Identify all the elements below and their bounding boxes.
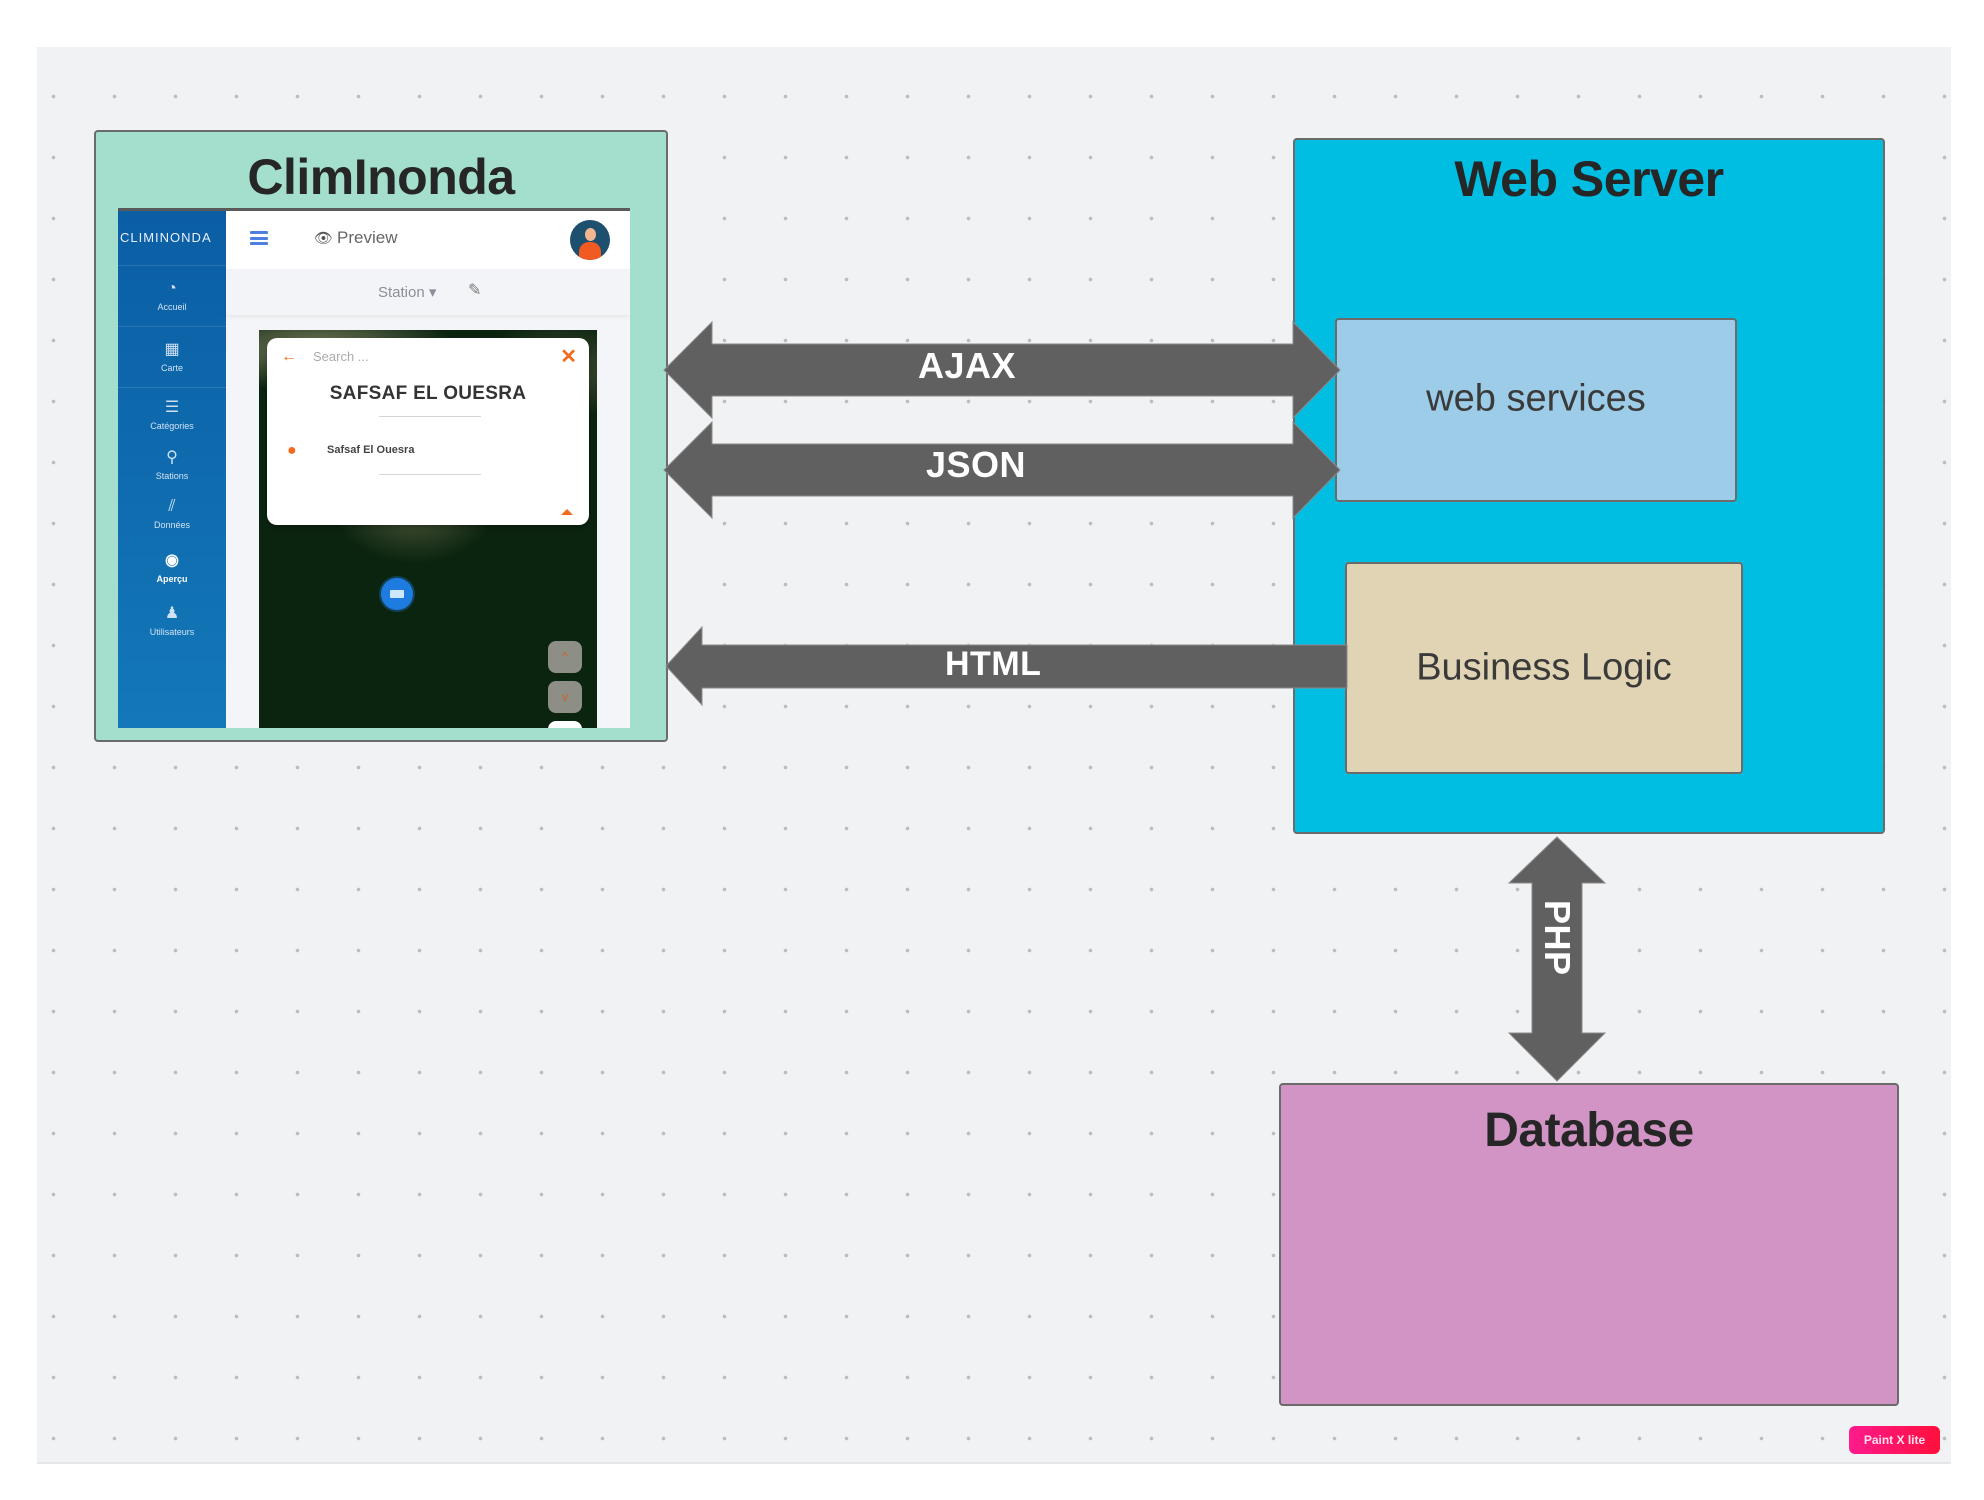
close-icon[interactable]: ✕ (560, 346, 577, 368)
sidebar-item-label: Stations (155, 471, 189, 481)
menu-toggle-button[interactable] (250, 231, 268, 245)
sidebar-item-label: Carte (160, 363, 183, 373)
business-logic-box: Business Logic (1345, 562, 1743, 774)
sidebar-item-label: Catégories (150, 421, 194, 431)
station-search-input[interactable] (311, 348, 515, 365)
station-title: SAFSAF EL OUESRA (329, 383, 527, 404)
avatar[interactable] (570, 220, 610, 260)
sidebar-item-label: Accueil (157, 302, 187, 312)
html-label: HTML (945, 645, 1042, 683)
location-pin-icon: ⚲ (166, 449, 178, 466)
preview-link[interactable]: 👁Preview (314, 228, 398, 248)
watermark-badge: Paint X lite (1849, 1426, 1940, 1454)
chart-icon: ⫽ (168, 498, 176, 515)
web-server-title: Web Server (1454, 151, 1724, 207)
satellite-map[interactable]: ← ✕ SAFSAF EL OUESRA ● Safsaf El Ouesra … (259, 330, 597, 728)
avatar-body (579, 242, 601, 260)
divider (379, 474, 481, 475)
web-services-label: web services (1426, 377, 1646, 420)
location-pin-icon: ● (287, 442, 297, 459)
pan-up-button[interactable]: ^ (548, 641, 582, 673)
map-icon: ▦ (164, 341, 180, 358)
web-services-box: web services (1335, 318, 1737, 502)
list-icon: ☰ (164, 399, 180, 416)
json-label: JSON (926, 444, 1027, 485)
client-title: ClimInonda (247, 149, 515, 205)
hamburger-line (250, 236, 268, 240)
station-result-item[interactable]: Safsaf El Ouesra (327, 444, 415, 456)
collapse-icon[interactable] (561, 509, 573, 515)
zoom-button[interactable]: — (548, 721, 582, 728)
eye-icon: 👁 (314, 230, 334, 247)
station-search-popup: ← ✕ SAFSAF EL OUESRA ● Safsaf El Ouesra (267, 338, 589, 525)
avatar-head (585, 228, 596, 241)
sidebar-item-accueil[interactable]: ◔ Accueil (118, 266, 226, 327)
sidebar-item-donnees[interactable]: ⫽ Données (118, 488, 226, 540)
hamburger-line (250, 242, 268, 245)
ajax-label: AJAX (918, 345, 1017, 386)
edit-icon[interactable]: ✎ (468, 282, 482, 299)
back-arrow-icon[interactable]: ← (281, 348, 297, 365)
app-brand: CLIMINONDA (118, 211, 226, 266)
business-logic-label: Business Logic (1416, 646, 1672, 689)
dashboard-icon: ◔ (167, 280, 177, 297)
sidebar-item-utilisateurs[interactable]: ♟ Utilisateurs (118, 596, 226, 646)
eye-icon: ◉ (165, 552, 179, 569)
app-subbar: Station ▾ ✎ (226, 269, 630, 315)
station-dropdown[interactable]: Station ▾ (378, 284, 437, 301)
sidebar-item-apercu[interactable]: ◉ Aperçu (118, 540, 226, 596)
hamburger-icon (250, 231, 268, 234)
user-icon: ♟ (164, 605, 180, 622)
divider (379, 416, 481, 417)
preview-label: Preview (337, 228, 398, 247)
station-marker[interactable] (381, 578, 413, 610)
app-topbar: 👁Preview (226, 211, 630, 269)
pan-down-button[interactable]: v (548, 681, 582, 713)
sidebar-item-categories[interactable]: ☰ Catégories (118, 388, 226, 442)
database-box: Database (1279, 1083, 1899, 1406)
php-label: PHP (1537, 900, 1578, 976)
sidebar-item-carte[interactable]: ▦ Carte (118, 327, 226, 388)
database-title: Database (1484, 1104, 1694, 1157)
app-sidebar: CLIMINONDA ◔ Accueil ▦ Carte ☰ Catégorie… (118, 211, 226, 728)
sidebar-item-stations[interactable]: ⚲ Stations (118, 442, 226, 488)
sidebar-item-label: Données (153, 520, 191, 530)
app-screenshot: CLIMINONDA ◔ Accueil ▦ Carte ☰ Catégorie… (118, 208, 630, 728)
sidebar-item-label: Aperçu (156, 574, 188, 584)
sidebar-item-label: Utilisateurs (149, 627, 195, 637)
